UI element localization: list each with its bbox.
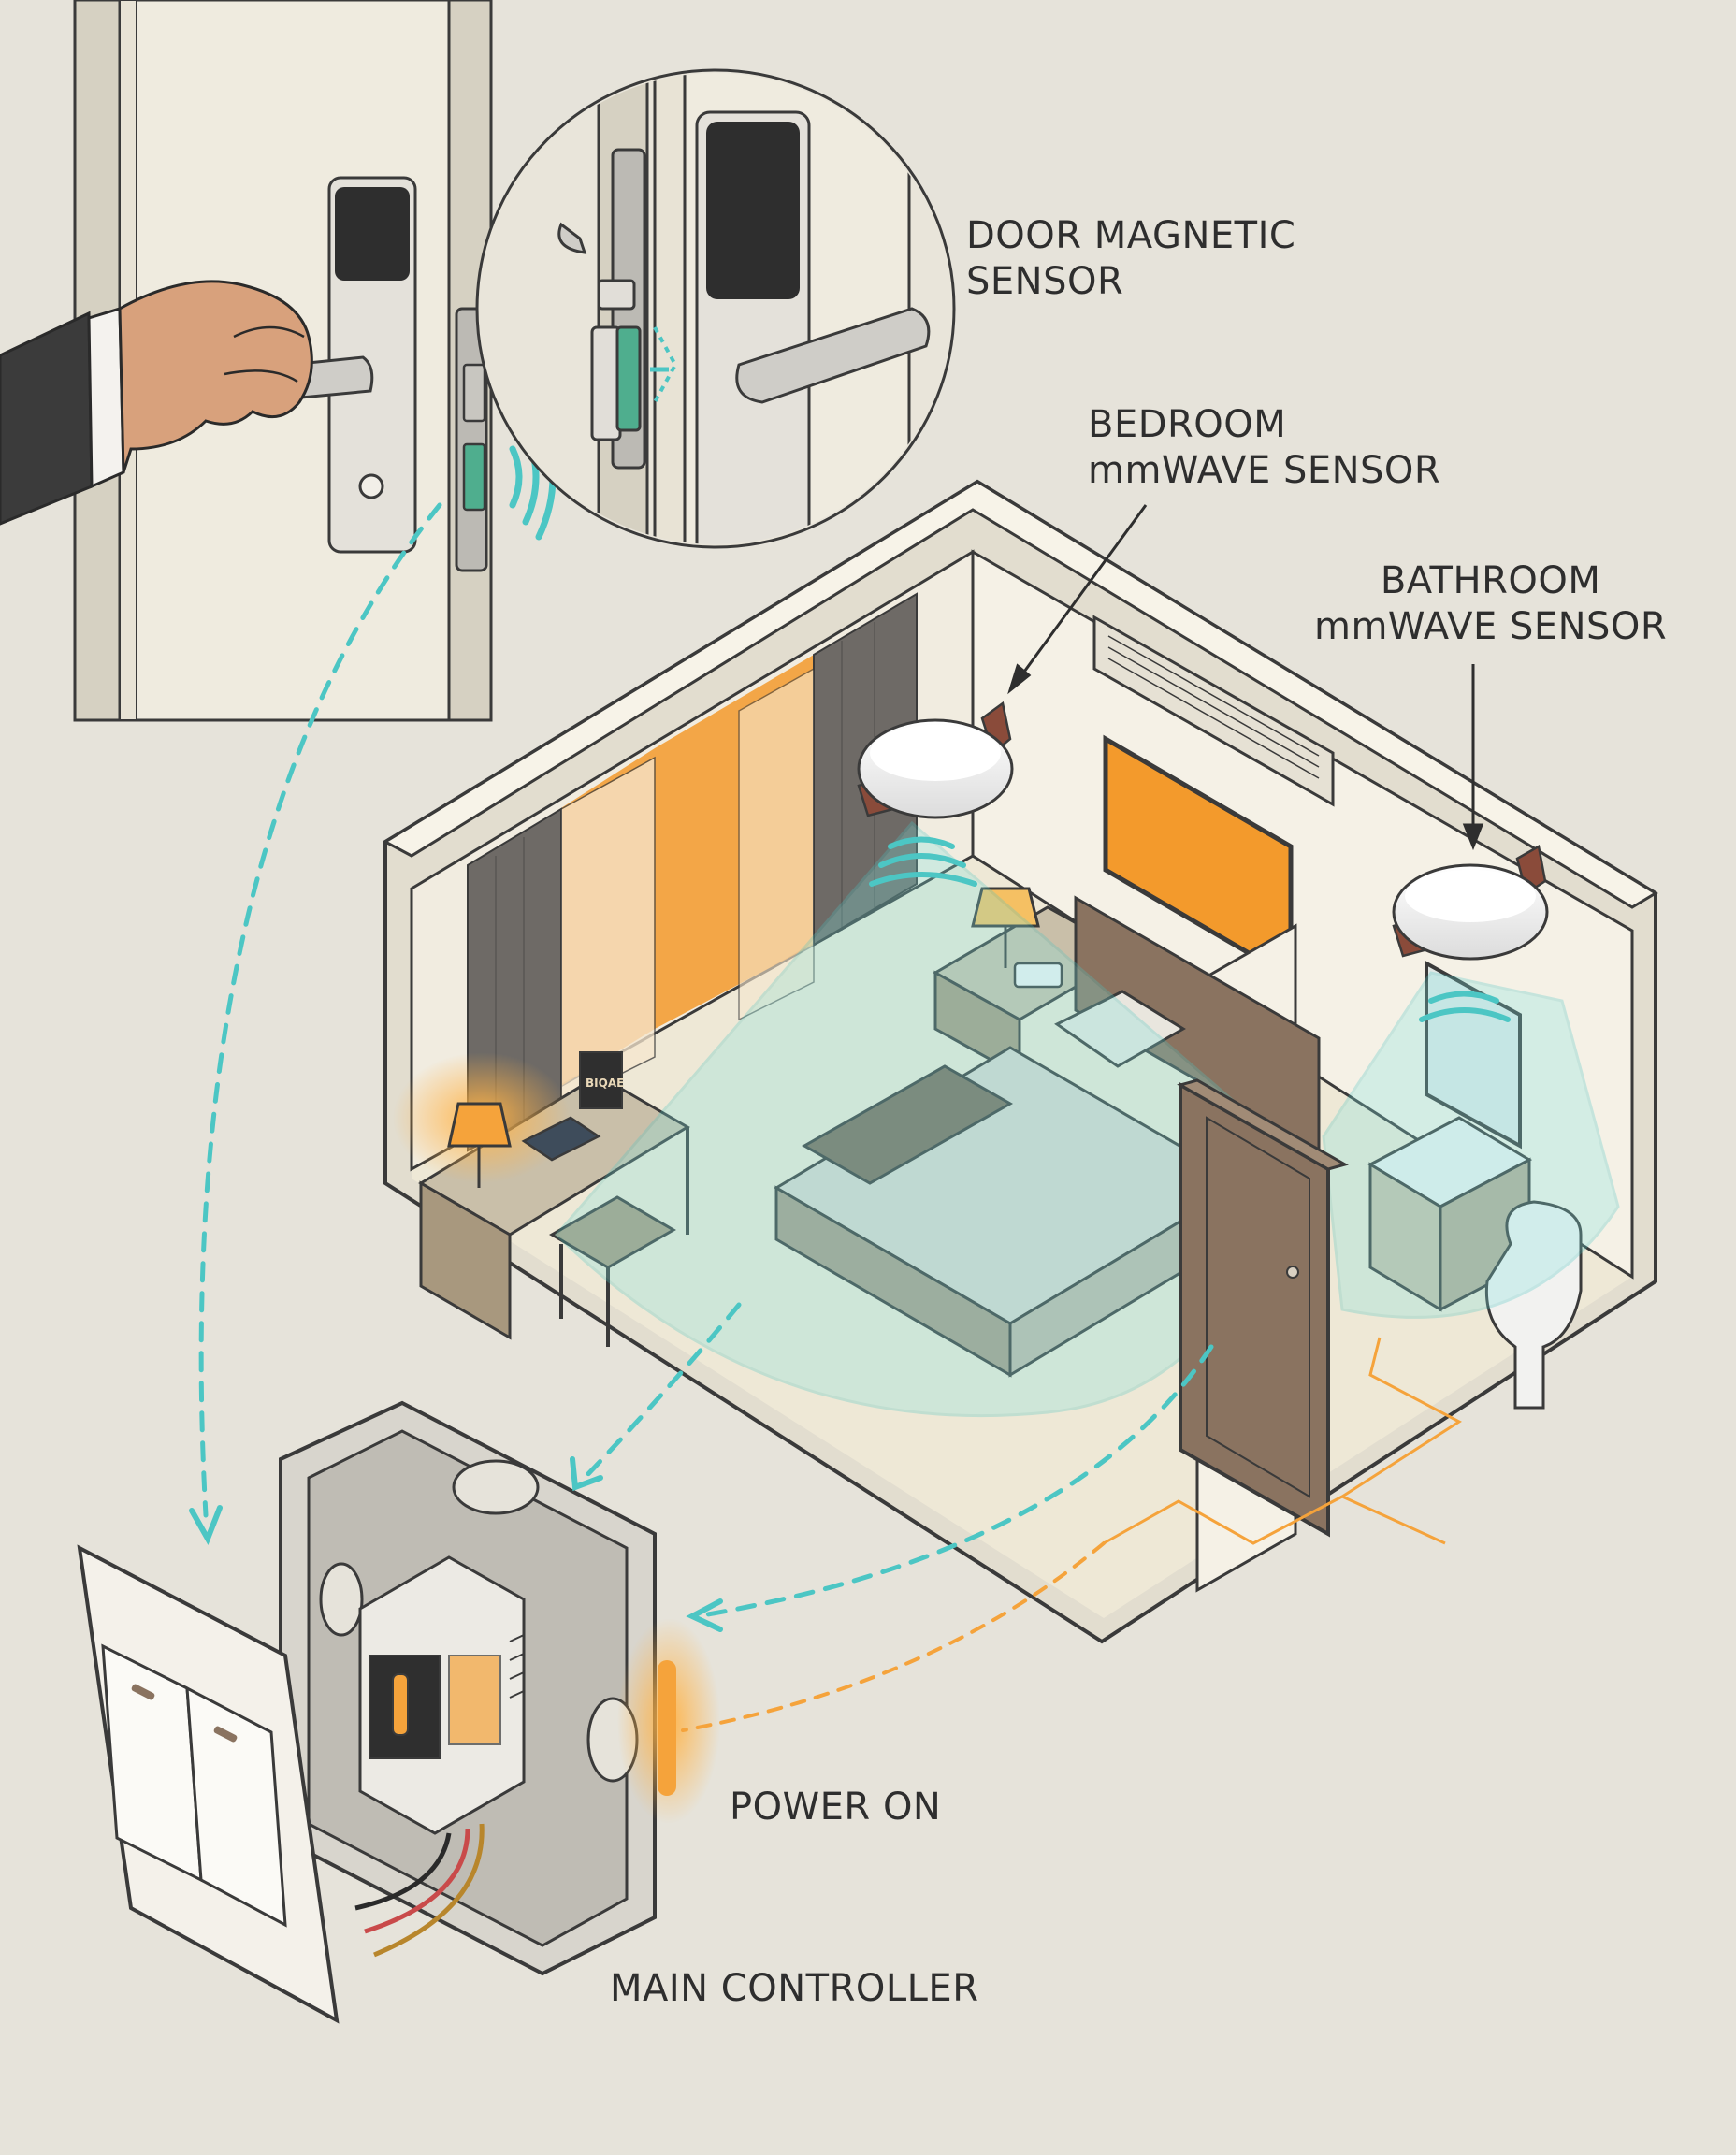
- door-sensor-label-line1: DOOR MAGNETIC: [966, 214, 1296, 257]
- bathroom-ceiling-sensor: [1392, 845, 1549, 1022]
- ceiling-sensor-icon: [1392, 845, 1549, 961]
- power-on-label: POWER ON: [730, 1785, 941, 1830]
- hotel-room-cutaway: BIQAE: [382, 479, 1658, 1644]
- ac-vent: [1092, 615, 1335, 807]
- toilet: [1484, 1200, 1583, 1410]
- bathroom-sensor-label-line1: BATHROOM: [1380, 559, 1601, 602]
- power-on-text: POWER ON: [730, 1786, 942, 1829]
- bedroom-sensor-label-line1: BEDROOM: [1088, 403, 1287, 446]
- hand-icon: [0, 280, 313, 526]
- signal-paths: [189, 502, 1214, 1732]
- bathroom-sensor-label: BATHROOM mmWAVE SENSOR: [1314, 558, 1667, 650]
- main-controller-label: MAIN CONTROLLER: [610, 1966, 979, 2012]
- magnetic-sensor-icon: [475, 68, 956, 549]
- light-switch-icon: [77, 1544, 340, 2024]
- bedroom-sensor-label-line2: mmWAVE SENSOR: [1088, 449, 1441, 492]
- label-leaders: [1007, 504, 1484, 851]
- door-sensor-label-line2: SENSOR: [966, 260, 1124, 303]
- door-lock-inset: [0, 0, 557, 722]
- bedroom-ceiling-sensor: [857, 701, 1014, 887]
- controller-box-icon: [279, 1400, 720, 1976]
- bathroom-sensor-label-line2: mmWAVE SENSOR: [1314, 605, 1668, 648]
- door-magnetic-sensor-label: DOOR MAGNETIC SENSOR: [966, 213, 1295, 305]
- ceiling-sensor-icon: [857, 701, 1014, 819]
- desk-book-cover: BIQAE: [586, 1077, 624, 1090]
- bedroom-sensor-label: BEDROOM mmWAVE SENSOR: [1088, 402, 1440, 494]
- main-controller-text: MAIN CONTROLLER: [610, 1967, 979, 2010]
